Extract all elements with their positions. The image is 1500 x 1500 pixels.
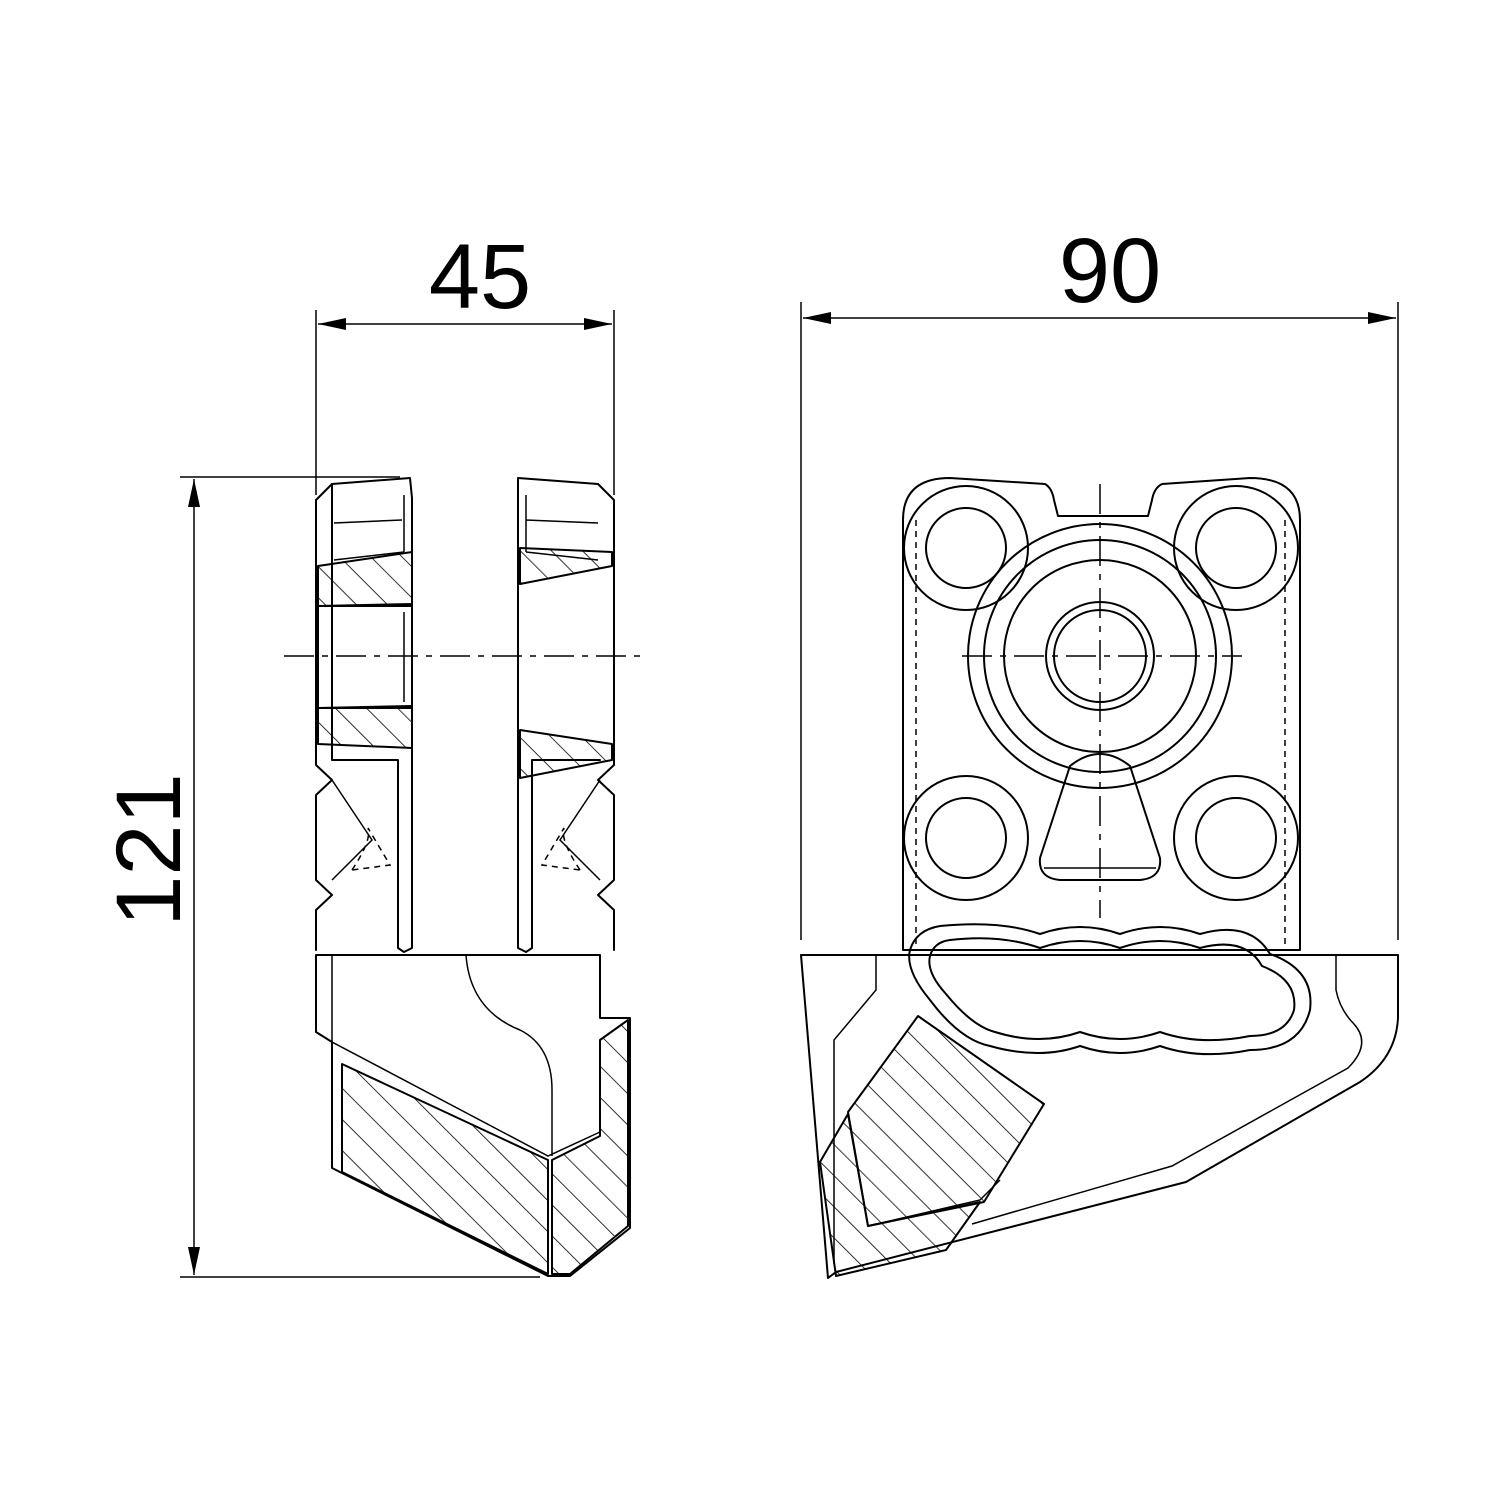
dimension-label-121: 121: [98, 773, 200, 927]
hole-top-right: [1173, 485, 1299, 611]
hole-bottom-right: [1173, 775, 1299, 901]
dimension-width-side: 45: [315, 226, 615, 495]
wavy-slot-outer: [908, 923, 1312, 1056]
dimension-height: 121: [98, 476, 540, 1278]
left-prong-outline: [331, 477, 413, 953]
keyhole-slot: [1038, 753, 1162, 881]
right-band-lower-section: [519, 729, 613, 779]
dimension-label-90: 90: [1059, 220, 1161, 322]
front-insert-section: [847, 1015, 1045, 1227]
front-lower-body: [800, 954, 1399, 1279]
wavy-slot-inner: [928, 937, 1296, 1042]
front-plate-outline: [902, 477, 1301, 951]
hole-top-left: [903, 485, 1029, 611]
right-band-upper-section: [519, 547, 613, 585]
dimension-label-45: 45: [429, 226, 531, 328]
hole-bottom-left: [903, 775, 1029, 901]
dimension-width-front: 90: [800, 220, 1399, 940]
side-tip-right-section: [551, 1019, 629, 1275]
left-band-upper-section: [317, 551, 413, 607]
left-band-lower-section: [317, 705, 413, 749]
side-view: [284, 477, 648, 1277]
side-tip-section: [341, 1063, 549, 1275]
side-lower-body: [315, 954, 631, 1277]
front-view: [800, 477, 1399, 1279]
